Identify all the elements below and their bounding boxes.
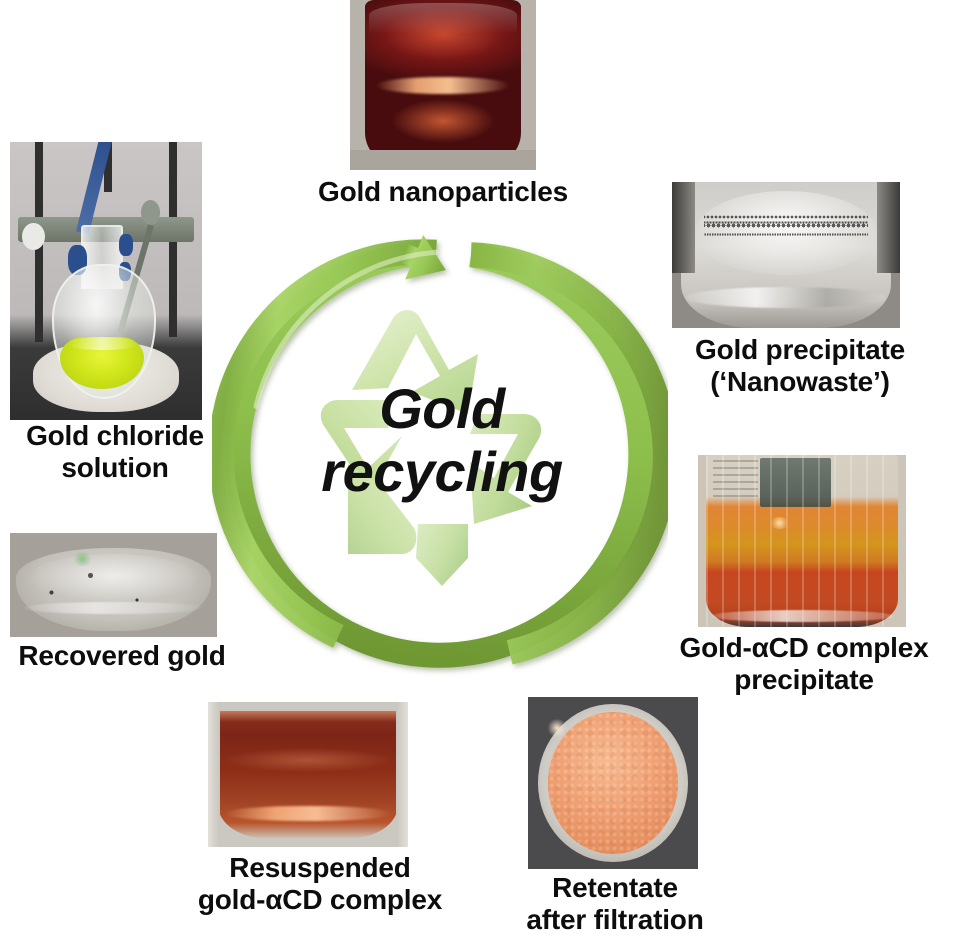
arrow-head-icon: [399, 235, 446, 280]
recycle-triangle-icon: [318, 296, 564, 596]
center-title: Gold recycling: [321, 377, 563, 503]
caption-retentate-after-filtration: Retentate after filtration: [526, 872, 704, 936]
caption-recovered-gold: Recovered gold: [18, 640, 226, 671]
photo-gold-acd-complex-precipitate: [698, 455, 906, 627]
photo-gold-chloride-solution: [10, 142, 202, 420]
recycle-arrow-left: [320, 400, 402, 482]
circular-arrow-ring: [212, 226, 668, 682]
recycle-arrow-bottom: [416, 524, 468, 586]
caption-gold-precipitate: Gold precipitate (‘Nanowaste’): [695, 334, 905, 398]
caption-gold-nanoparticles: Gold nanoparticles: [318, 176, 568, 207]
ring-body: [212, 235, 668, 668]
recycle-arrow-top: [352, 309, 478, 414]
ring-highlight: [253, 249, 439, 410]
photo-retentate-after-filtration: [528, 697, 698, 869]
photo-recovered-gold: [10, 533, 217, 637]
recycle-triangle-svg: [320, 309, 542, 586]
caption-resuspended-gold-acd-complex: Resuspended gold-αCD complex: [197, 852, 443, 916]
photo-resuspended-gold-acd-complex: [208, 702, 408, 847]
photo-gold-nanoparticles: [350, 0, 536, 170]
recycle-arrow-right: [470, 414, 542, 524]
circular-arrow-svg: [212, 235, 668, 668]
caption-gold-chloride-solution: Gold chloride solution: [26, 420, 204, 484]
caption-gold-acd-complex-precipitate: Gold-αCD complex precipitate: [679, 632, 929, 696]
recycle-arrow-left-tail: [348, 464, 417, 554]
photo-gold-precipitate: [672, 182, 900, 328]
